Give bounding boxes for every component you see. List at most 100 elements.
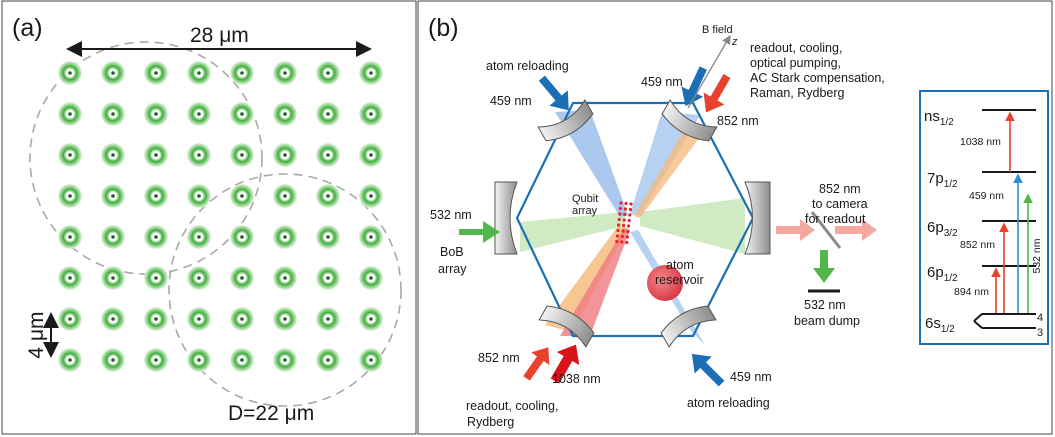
lens-right — [744, 181, 771, 255]
trapped-atom-dot — [154, 276, 158, 280]
trapped-atom-dot — [240, 276, 244, 280]
qubit-atom — [618, 212, 622, 216]
arrow-459-top-right — [681, 66, 707, 107]
trapped-atom-dot — [154, 153, 158, 157]
label-camera-1: to camera — [812, 197, 868, 211]
label-camera-2: for readout — [805, 212, 866, 226]
trapped-atom-dot — [154, 71, 158, 75]
trapped-atom-dot — [68, 276, 72, 280]
qubit-atom — [625, 235, 630, 239]
trapped-atom-dot — [369, 194, 373, 198]
trapped-atom-dot — [154, 358, 158, 362]
label-atom-reloading-top: atom reloading — [486, 59, 569, 73]
panel-a-tag: (a) — [12, 14, 43, 42]
qubit-atom — [625, 240, 629, 245]
beam-459-upper-left — [555, 110, 628, 217]
label-459-bottom: 459 nm — [730, 370, 772, 384]
qubit-atom — [615, 234, 620, 238]
panel-a: (a) 28 μm 4 μm D=22 μm — [1, 0, 417, 435]
label-t894: 894 nm — [954, 286, 989, 298]
beam-532-left — [520, 212, 625, 252]
trapped-atom-dot — [68, 358, 72, 362]
qubit-atom — [623, 207, 628, 211]
qubit-atom — [629, 202, 633, 206]
level-6p32-label: 6p3/2 — [927, 219, 958, 239]
label-t1038: 1038 nm — [960, 136, 1001, 148]
label-1038-bottom: 1038 nm — [552, 372, 601, 386]
trapped-atom-dot — [326, 235, 330, 239]
trapped-atom-dot — [326, 358, 330, 362]
lens-lower-left — [538, 305, 595, 348]
trapped-atom-dot — [240, 194, 244, 198]
trapped-atom-dot — [197, 112, 201, 116]
beam-532-right — [640, 198, 745, 254]
lens-lower-right — [660, 305, 717, 348]
trapped-atom-dot — [154, 317, 158, 321]
panel-b: (b) — [417, 0, 1053, 435]
trapped-atom-dot — [283, 194, 287, 198]
beam-852-lower — [545, 226, 628, 332]
trapped-atom-dot — [68, 153, 72, 157]
trapped-atom-dot — [68, 112, 72, 116]
qubit-atom — [620, 234, 625, 239]
lens-upper-left — [537, 98, 594, 142]
trapped-atom-dot — [369, 317, 373, 321]
trapped-atom-dot — [197, 153, 201, 157]
trap-spot-grid — [58, 61, 383, 372]
label-459-top-left: 459 nm — [490, 94, 532, 108]
arrow-852-top-right — [703, 73, 731, 113]
trapped-atom-dot — [197, 235, 201, 239]
label-dump-0: 532 nm — [804, 298, 846, 312]
trapped-atom-dot — [283, 112, 287, 116]
label-readout-bottom-1: Rydberg — [467, 415, 514, 429]
beam-output-left — [776, 219, 815, 241]
trapped-atom-dot — [326, 276, 330, 280]
label-bob-line2: array — [438, 262, 467, 276]
trapped-atom-dot — [197, 276, 201, 280]
label-459-top-right: 459 nm — [641, 75, 683, 89]
qubit-atom — [626, 229, 630, 234]
lens-upper-right — [661, 98, 718, 142]
trapped-atom-dot — [197, 317, 201, 321]
panel-a-frame — [1, 0, 417, 435]
qubit-atom — [628, 207, 633, 212]
trapped-atom-dot — [283, 71, 287, 75]
width-dimension-label: 28 μm — [190, 24, 249, 47]
trapped-atom-dot — [326, 153, 330, 157]
qubit-atom — [617, 217, 621, 222]
qubit-array-atoms — [615, 201, 633, 245]
level-6s-hyperfine — [973, 313, 1036, 329]
label-readout-0: readout, cooling, — [750, 41, 842, 55]
trapped-atom-dot — [197, 71, 201, 75]
label-readout-2: AC Stark compensation, — [750, 71, 885, 85]
trapped-atom-dot — [111, 153, 115, 157]
label-t459: 459 nm — [969, 190, 1004, 202]
label-camera-0: 852 nm — [819, 182, 861, 196]
label-readout-1: optical pumping, — [750, 56, 841, 70]
trapped-atom-dot — [111, 235, 115, 239]
trapped-atom-dot — [283, 317, 287, 321]
trapped-atom-dot — [240, 235, 244, 239]
lens-left — [494, 181, 518, 255]
trapped-atom-dot — [240, 71, 244, 75]
reuse-circle-lower — [168, 173, 402, 407]
label-atom-reloading-bottom: atom reloading — [687, 396, 770, 410]
trapped-atom-dot — [283, 153, 287, 157]
label-readout-bottom-0: readout, cooling, — [466, 399, 558, 413]
trapped-atom-dot — [197, 194, 201, 198]
trapped-atom-dot — [326, 71, 330, 75]
arrow-1038-bottom — [550, 344, 580, 384]
label-atom-line1: atom — [666, 258, 694, 272]
trapped-atom-dot — [326, 317, 330, 321]
arrow-852-to-camera — [835, 219, 877, 241]
panel-b-frame — [417, 0, 1053, 435]
trapped-atom-dot — [68, 71, 72, 75]
trapped-atom-dot — [111, 71, 115, 75]
trapped-atom-dot — [154, 112, 158, 116]
qubit-atom — [617, 223, 621, 227]
beam-1038-lower — [560, 228, 630, 336]
arrow-459-reload-bottom — [691, 353, 725, 387]
trapped-atom-dot — [369, 71, 373, 75]
trapped-atom-dot — [369, 153, 373, 157]
level-ns-label: ns1/2 — [924, 108, 954, 128]
